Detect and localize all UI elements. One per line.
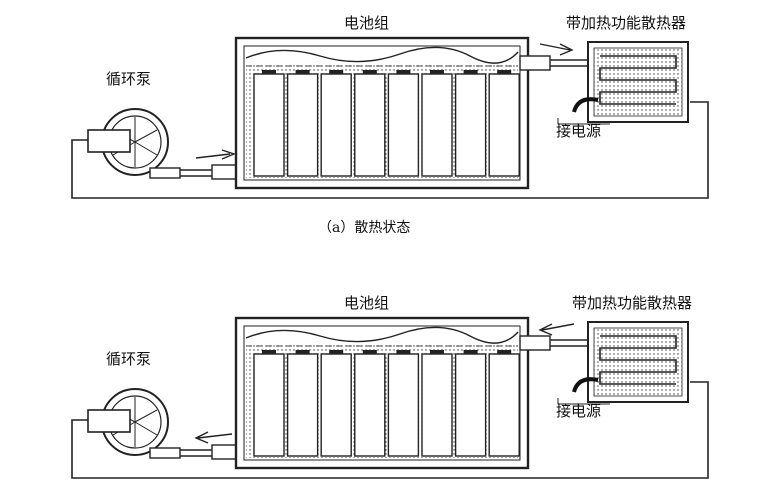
battery-terminal xyxy=(463,70,478,74)
battery-cell xyxy=(354,353,386,457)
battery-cells-a xyxy=(253,70,520,177)
battery-cell xyxy=(320,353,352,457)
heater-radiator-b xyxy=(572,321,689,403)
battery-terminal xyxy=(463,350,478,354)
battery-terminal xyxy=(497,70,512,74)
power-label-b: 接电源 xyxy=(556,402,601,420)
power-leader-a xyxy=(557,118,610,125)
battery-terminal xyxy=(295,350,310,354)
caption-a: （a）散热状态 xyxy=(318,220,410,236)
power-label-a: 接电源 xyxy=(556,122,601,140)
battery-cell xyxy=(387,353,420,457)
flow-arrow-a-in xyxy=(195,149,236,160)
flow-arrow-b-in xyxy=(194,431,233,444)
battery-cell xyxy=(320,73,352,177)
battery-terminal xyxy=(362,350,377,354)
flow-arrow-a-out xyxy=(539,43,574,56)
battery-cell xyxy=(454,353,487,457)
return-pipe-b xyxy=(71,381,709,479)
diagram-b: 循环泵 电池组 带加热功能散热器 接电源 xyxy=(71,294,709,479)
battery-cell xyxy=(488,353,520,457)
battery-cell xyxy=(421,353,453,457)
battery-label-a: 电池组 xyxy=(344,14,389,32)
pump-label-b: 循环泵 xyxy=(106,350,151,368)
diagram-a: 循环泵 电池组 带加热功能散热器 接电源 （a）散热状态 xyxy=(71,14,709,236)
radiator-label-a: 带加热功能散热器 xyxy=(566,14,686,32)
battery-pack-b xyxy=(234,316,530,470)
battery-cell xyxy=(488,73,520,177)
battery-cell xyxy=(286,73,319,177)
battery-terminal xyxy=(295,70,310,74)
battery-cell xyxy=(286,353,319,457)
battery-cell xyxy=(387,73,420,177)
circulation-pump-a xyxy=(87,108,181,179)
battery-cell xyxy=(253,353,285,457)
battery-terminal xyxy=(396,350,411,354)
return-pipe-a xyxy=(71,101,709,199)
circulation-pump-b xyxy=(87,388,181,459)
outlet-pipe-b xyxy=(550,339,588,347)
battery-terminal xyxy=(329,350,344,354)
battery-cell xyxy=(421,73,453,177)
outlet-pipe-a xyxy=(550,59,588,67)
battery-terminal xyxy=(329,70,344,74)
pump-label-a: 循环泵 xyxy=(106,70,151,88)
flow-arrow-b-out xyxy=(538,323,575,336)
battery-cell xyxy=(354,73,386,177)
battery-label-b: 电池组 xyxy=(344,294,389,312)
battery-terminal xyxy=(430,70,444,74)
battery-terminal xyxy=(497,350,512,354)
battery-terminal xyxy=(262,350,276,354)
battery-cell xyxy=(253,73,285,177)
battery-terminal xyxy=(262,70,276,74)
battery-cell xyxy=(454,73,487,177)
radiator-label-b: 带加热功能散热器 xyxy=(572,294,692,312)
battery-terminal xyxy=(430,350,444,354)
power-leader-b xyxy=(557,398,610,405)
battery-pack-a xyxy=(234,36,530,190)
battery-terminal xyxy=(362,70,377,74)
outlet-port-a xyxy=(519,55,551,71)
battery-terminal xyxy=(396,70,411,74)
outlet-port-b xyxy=(519,335,551,351)
battery-cells-b xyxy=(253,350,520,457)
heater-radiator-a xyxy=(572,41,689,123)
